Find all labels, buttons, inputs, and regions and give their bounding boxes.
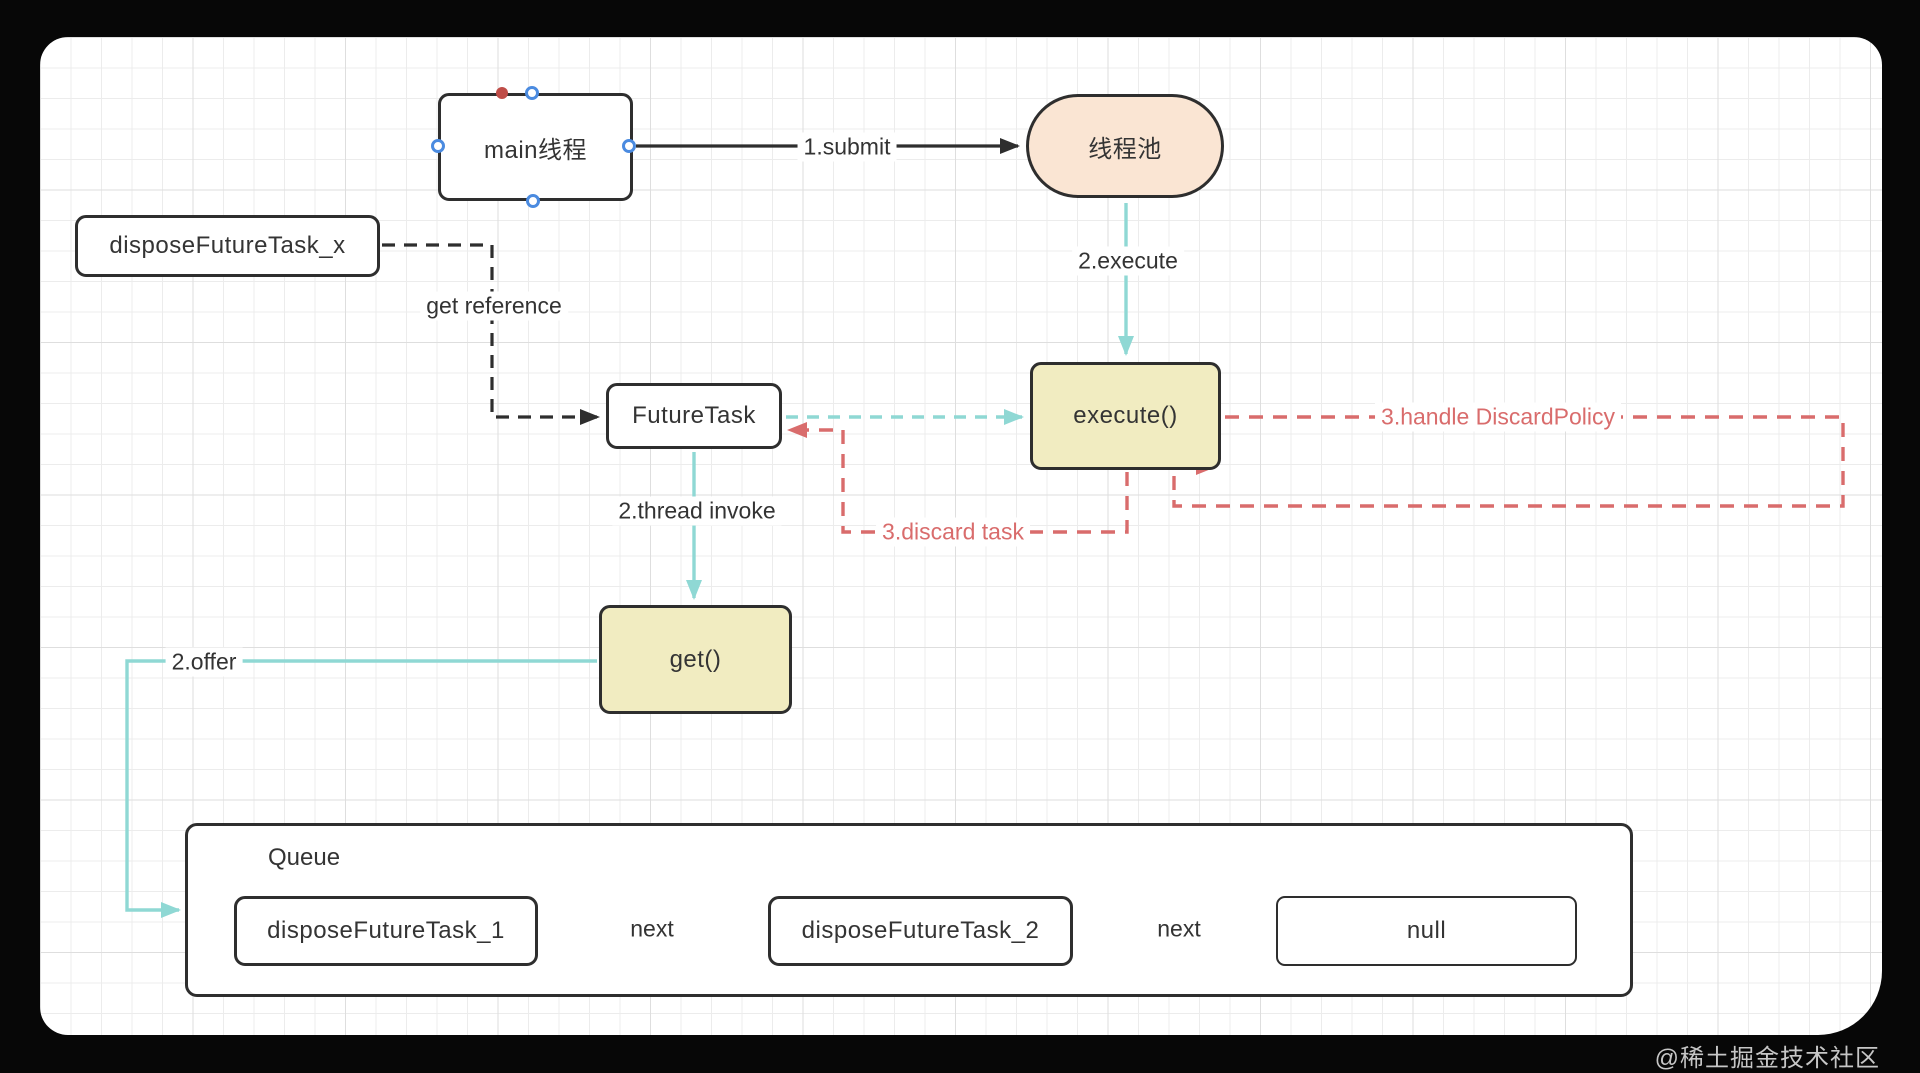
- edge-label-submit[interactable]: 1.submit: [797, 132, 897, 162]
- edge-label-next-1[interactable]: next: [624, 914, 680, 944]
- node-futuretask[interactable]: FutureTask: [606, 383, 782, 449]
- node-dispose-futuretask-x[interactable]: disposeFutureTask_x: [75, 215, 380, 277]
- node-thread-pool[interactable]: 线程池: [1026, 94, 1224, 198]
- queue-item-dispose-futuretask-1[interactable]: disposeFutureTask_1: [234, 896, 538, 966]
- queue-item-null-label: null: [1406, 917, 1447, 944]
- node-dispose-futuretask-x-label: disposeFutureTask_x: [109, 232, 346, 259]
- selection-handle-top[interactable]: [525, 86, 539, 100]
- queue-item-1-label: disposeFutureTask_1: [267, 917, 505, 944]
- edge-label-offer[interactable]: 2.offer: [165, 647, 243, 677]
- node-thread-pool-label: 线程池: [1088, 135, 1162, 163]
- node-get[interactable]: get(): [599, 605, 792, 714]
- node-get-label: get(): [669, 645, 722, 673]
- queue-title: Queue: [268, 844, 341, 871]
- edge-label-handle-discard-policy[interactable]: 3.handle DiscardPolicy: [1375, 402, 1621, 432]
- queue-item-2-label: disposeFutureTask_2: [801, 917, 1040, 944]
- edge-label-next-2[interactable]: next: [1151, 914, 1207, 944]
- node-queue[interactable]: Queue disposeFutureTask_1 disposeFutureT…: [185, 823, 1633, 997]
- edge-label-discard-task[interactable]: 3.discard task: [876, 517, 1030, 547]
- edge-label-get-reference[interactable]: get reference: [420, 291, 568, 321]
- queue-item-null[interactable]: null: [1276, 896, 1577, 966]
- selection-handle-left[interactable]: [431, 139, 445, 153]
- node-main-thread[interactable]: main线程: [438, 93, 633, 201]
- selection-handle-bottom[interactable]: [526, 194, 540, 208]
- node-execute-label: execute(): [1073, 402, 1178, 429]
- edge-label-execute[interactable]: 2.execute: [1072, 246, 1184, 276]
- node-main-thread-label: main线程: [483, 136, 588, 164]
- edge-label-thread-invoke[interactable]: 2.thread invoke: [612, 496, 782, 526]
- selection-handle-right[interactable]: [622, 139, 636, 153]
- queue-item-dispose-futuretask-2[interactable]: disposeFutureTask_2: [768, 896, 1073, 966]
- node-futuretask-label: FutureTask: [632, 402, 756, 429]
- watermark: @稀土掘金技术社区: [1654, 1045, 1880, 1072]
- node-execute[interactable]: execute(): [1030, 362, 1221, 470]
- edge-endpoint-dot[interactable]: [496, 87, 508, 99]
